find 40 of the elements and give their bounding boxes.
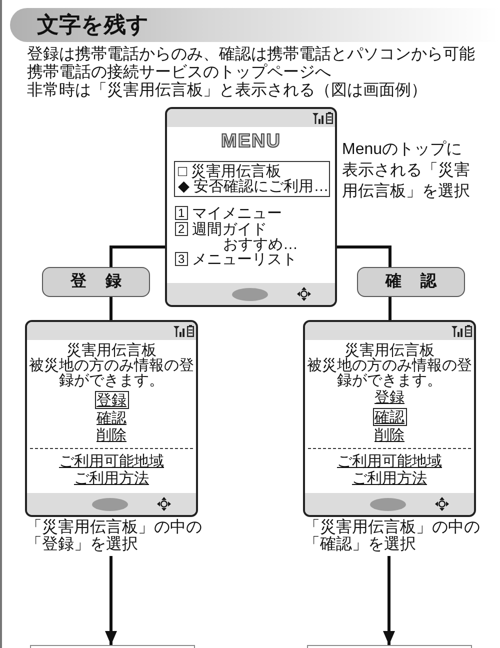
link: ご利用方法 (74, 470, 149, 487)
link: ご利用方法 (352, 470, 427, 487)
menu-item: おすすめ… (223, 237, 298, 252)
annotation-text: 「災害用伝言板」の中の「確認」を選択 (304, 519, 481, 553)
menu-item: 3 メニューリスト (175, 252, 297, 267)
phone-screen (165, 107, 337, 307)
process-box (307, 645, 472, 648)
featured-menu-panel (174, 161, 330, 197)
menu-item: 2 週間ガイド (175, 222, 267, 237)
connector-line (110, 246, 165, 267)
description-text: 携帯電話の接続サービスのトップページへ (27, 64, 331, 81)
menu-heading: MENU (221, 132, 281, 152)
link: 登録 (374, 389, 404, 406)
description-text: 被災地の方のみ情報の登録ができます。 (306, 358, 473, 388)
connector-line (388, 297, 392, 320)
connector-line (337, 246, 392, 267)
menu-item: 1 マイメニュー (175, 206, 282, 221)
link: 削除 (374, 427, 404, 444)
link: 削除 (96, 427, 126, 444)
screen-heading: 災害用伝言板 (66, 343, 156, 358)
annotation-text: 「災害用伝言板」の中の「登録」を選択 (26, 519, 203, 553)
annotation-text: Menuのトップに表示される「災害用伝言板」を選択 (342, 140, 471, 202)
description-text: 被災地の方のみ情報の登録ができます。 (28, 358, 195, 388)
screen-heading: 災害用伝言板 (344, 343, 434, 358)
description-text: 登録は携帯電話からのみ、確認は携帯電話とパソコンから可能 (27, 46, 475, 63)
section-tab: 登録 (42, 267, 150, 297)
link: ご利用可能地域 (59, 453, 164, 470)
connector-line (110, 297, 112, 320)
arrow (383, 556, 395, 645)
section-tab: 確認 (357, 267, 465, 297)
arrow (105, 556, 117, 645)
selected-link: 登録 (94, 391, 128, 409)
link: ご利用可能地域 (337, 453, 442, 470)
menu-item: □ 災害用伝言板 (178, 164, 282, 179)
description-text: 非常時は「災害用伝言板」と表示される（図は画面例） (27, 82, 427, 99)
process-box (30, 645, 195, 648)
menu-item: ◆ 安否確認にご利用… (178, 179, 329, 194)
title: 文字を残す (37, 12, 149, 38)
selected-link: 確認 (372, 408, 406, 426)
link: 確認 (96, 410, 126, 427)
